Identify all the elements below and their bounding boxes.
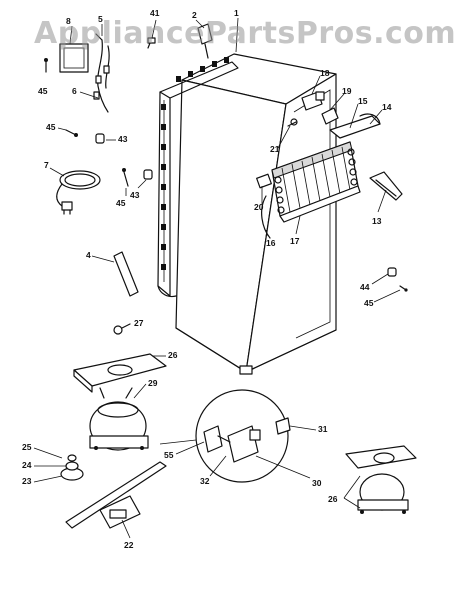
drain-pan <box>73 353 167 393</box>
grommet <box>113 323 131 335</box>
callout-45-right: 45 <box>364 298 374 308</box>
callout-4: 4 <box>86 250 91 260</box>
callout-22: 22 <box>124 540 134 550</box>
callout-24: 24 <box>22 460 32 470</box>
power-cord <box>56 170 101 215</box>
callout-43-upper: 43 <box>118 134 128 144</box>
callout-45-top-left: 45 <box>38 86 48 96</box>
leader-lines <box>33 17 401 539</box>
callout-6: 6 <box>72 86 77 96</box>
callout-16: 16 <box>266 238 276 248</box>
callout-14: 14 <box>382 102 392 112</box>
callout-5: 5 <box>98 14 103 24</box>
callout-41: 41 <box>150 8 160 18</box>
callout-27: 27 <box>134 318 144 328</box>
callout-1: 1 <box>234 8 239 18</box>
handle <box>113 251 139 297</box>
screw-mid-left <box>65 129 78 137</box>
callout-29: 29 <box>148 378 158 388</box>
insulation-strip <box>157 57 239 298</box>
side-bracket <box>369 171 403 201</box>
callout-28: 26 <box>168 350 178 360</box>
screw-right <box>387 267 408 292</box>
wire-harness <box>93 33 110 113</box>
condenser-coil <box>271 113 381 223</box>
callout-15: 15 <box>358 96 368 106</box>
callout-55: 55 <box>164 450 174 460</box>
callout-25: 25 <box>22 442 32 452</box>
clip-43-lower <box>143 169 153 180</box>
callout-8: 8 <box>66 16 71 26</box>
callout-44: 44 <box>360 282 370 292</box>
callout-26-right: 26 <box>328 494 338 504</box>
callout-7: 7 <box>44 160 49 170</box>
mounting-frame <box>59 43 89 73</box>
callout-31: 31 <box>318 424 328 434</box>
compressor <box>89 387 149 451</box>
callout-labels: 1 2 41 5 8 45 6 45 43 7 45 43 4 18 19 15… <box>22 8 392 550</box>
callout-45-lower-left: 45 <box>116 198 126 208</box>
callout-19: 19 <box>342 86 352 96</box>
screw-lower-left <box>122 168 129 187</box>
callout-20: 20 <box>254 202 264 212</box>
cabinet-shell <box>175 53 337 375</box>
callout-21: 21 <box>270 144 280 154</box>
callout-23: 23 <box>22 476 32 486</box>
callout-32: 32 <box>200 476 210 486</box>
screw-top-left <box>44 58 48 73</box>
clip <box>147 37 156 49</box>
callout-43-lower: 43 <box>130 190 140 200</box>
condenser-bracket <box>301 91 339 125</box>
callout-13: 13 <box>372 216 382 226</box>
callout-30: 30 <box>312 478 322 488</box>
top-bracket <box>197 23 213 59</box>
callout-17: 17 <box>290 236 300 246</box>
compressor-assembly-right <box>345 445 417 514</box>
watermark: AppliancePartsPros.com <box>34 16 457 51</box>
base-rail <box>65 461 167 529</box>
callout-45-mid-left: 45 <box>46 122 56 132</box>
relay-detail-inset <box>159 389 291 483</box>
callout-18: 18 <box>320 68 330 78</box>
mount-grommet <box>60 454 84 481</box>
callout-2: 2 <box>192 10 197 20</box>
clip-43-upper <box>95 133 105 144</box>
